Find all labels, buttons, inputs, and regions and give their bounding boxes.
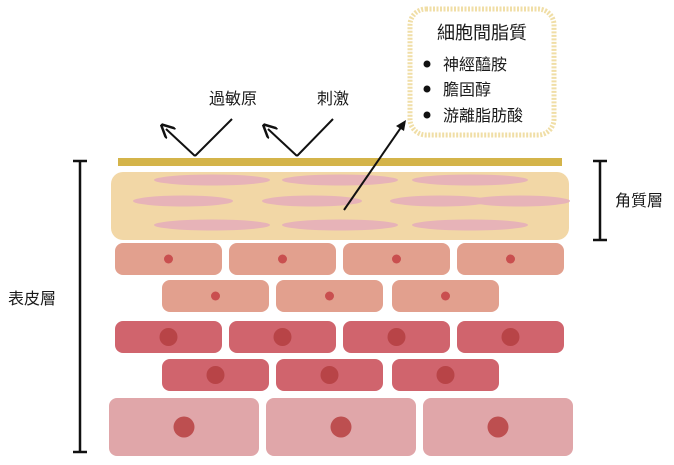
lipid-item-cholesterol: 膽固醇 bbox=[443, 80, 491, 99]
epidermis-bracket bbox=[73, 159, 87, 454]
corneum-streaks bbox=[133, 174, 570, 231]
cell-nucleus bbox=[320, 366, 339, 384]
lipid-pointer-line bbox=[343, 125, 403, 211]
allergen-label: 過敏原 bbox=[209, 89, 257, 108]
cell-nucleus bbox=[206, 366, 225, 384]
cell-nucleus bbox=[278, 254, 287, 264]
allergen-bounce-arrow bbox=[166, 118, 233, 157]
stimulus-bounce-arrow bbox=[268, 118, 334, 157]
cell-nucleus bbox=[392, 254, 401, 264]
corneum-streak bbox=[390, 195, 490, 207]
corneum-streak bbox=[154, 219, 270, 231]
cell-nucleus bbox=[501, 328, 520, 346]
corneum-streak bbox=[282, 174, 398, 186]
cell-nucleus bbox=[173, 416, 195, 438]
cell-nucleus bbox=[436, 366, 455, 384]
lipid-callout-box bbox=[407, 6, 557, 138]
corneum-streak bbox=[282, 219, 398, 231]
cell-nucleus bbox=[164, 254, 173, 264]
corneum-streak bbox=[133, 195, 233, 207]
corneum-streak bbox=[412, 174, 528, 186]
cell-nucleus bbox=[487, 416, 509, 438]
cell-nucleus bbox=[330, 416, 352, 438]
cell-nucleus bbox=[441, 291, 450, 301]
epidermis-label: 表皮層 bbox=[8, 289, 56, 308]
surface-film bbox=[118, 158, 562, 166]
corneum-streak bbox=[154, 174, 270, 186]
stratum-corneum-bracket bbox=[593, 159, 607, 242]
bullet-icon bbox=[423, 85, 431, 93]
corneum-streak bbox=[470, 195, 570, 207]
cell-nucleus bbox=[159, 328, 178, 346]
bullet-icon bbox=[423, 111, 431, 119]
cell-nucleus bbox=[506, 254, 515, 264]
cell-nucleus bbox=[211, 291, 220, 301]
cell-nucleus bbox=[387, 328, 406, 346]
lipid-pointer-arrowhead bbox=[396, 120, 406, 131]
cell-nucleus bbox=[273, 328, 292, 346]
corneum-streak bbox=[412, 219, 528, 231]
epidermis-cells bbox=[109, 243, 573, 456]
stimulus-label: 刺激 bbox=[317, 89, 349, 108]
lipid-callout-title: 細胞間脂質 bbox=[437, 23, 527, 44]
cell-nucleus bbox=[325, 291, 334, 301]
stratum-corneum-label: 角質層 bbox=[615, 191, 663, 210]
lipid-item-ceramide: 神經醯胺 bbox=[443, 55, 507, 74]
lipid-callout: 細胞間脂質 神經醯胺 膽固醇 游離脂肪酸 bbox=[407, 6, 557, 138]
bullet-icon bbox=[423, 60, 431, 68]
lipid-item-fatty-acid: 游離脂肪酸 bbox=[443, 106, 523, 125]
corneum-streak bbox=[262, 195, 362, 207]
